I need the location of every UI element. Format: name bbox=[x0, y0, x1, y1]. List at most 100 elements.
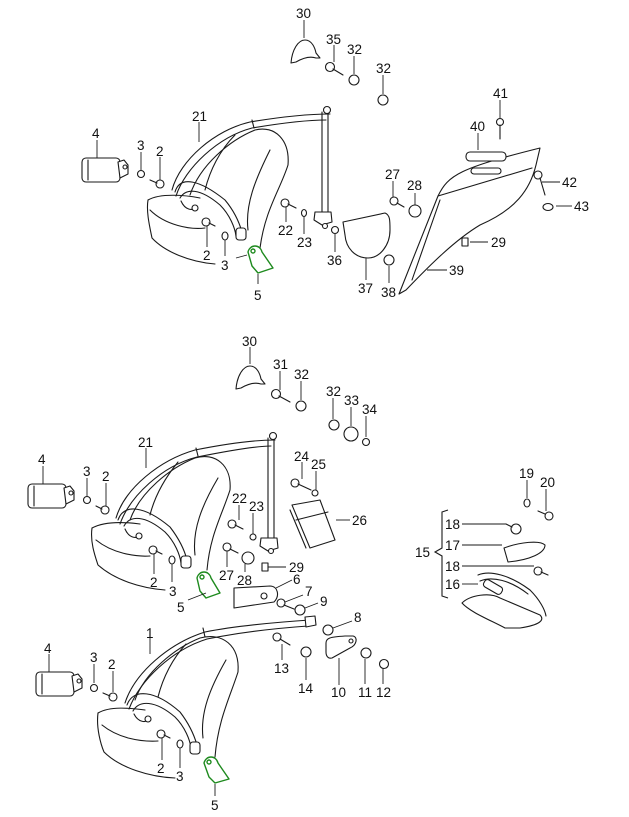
label-21: 21 bbox=[192, 109, 207, 124]
label-1: 1 bbox=[146, 626, 154, 641]
bolt-2-middle-b bbox=[148, 545, 158, 555]
cover-26-middle bbox=[291, 499, 336, 549]
seat-belt-1-lower bbox=[124, 615, 317, 755]
label-22: 22 bbox=[232, 491, 247, 506]
label-36: 36 bbox=[327, 253, 342, 268]
washer-3-middle-a bbox=[82, 495, 92, 505]
washer-25-middle bbox=[311, 489, 319, 497]
bolt-7-middle bbox=[276, 598, 286, 608]
label-2: 2 bbox=[150, 575, 158, 590]
bolt-31-middle bbox=[270, 388, 282, 400]
label-30: 30 bbox=[242, 334, 257, 349]
cap-38-upper bbox=[383, 254, 395, 266]
label-11: 11 bbox=[358, 685, 372, 700]
bolt-22-middle bbox=[227, 519, 237, 529]
group-brace bbox=[433, 509, 449, 599]
label-35: 35 bbox=[326, 32, 341, 47]
washer-3-lower-b bbox=[176, 739, 184, 749]
label-15: 15 bbox=[415, 545, 430, 560]
buckle-4-lower bbox=[35, 671, 83, 697]
label-33: 33 bbox=[344, 393, 359, 408]
clip-29-upper bbox=[461, 237, 469, 247]
label-6: 6 bbox=[293, 572, 301, 587]
label-4: 4 bbox=[92, 126, 100, 141]
kit-group-15: 19 20 18 17 15 18 16 bbox=[415, 466, 555, 629]
nut-32-middle-b bbox=[328, 419, 340, 431]
label-18: 18 bbox=[445, 559, 460, 574]
label-32: 32 bbox=[376, 61, 391, 76]
bolt-2-upper-b bbox=[201, 217, 211, 227]
plate-6-middle bbox=[233, 585, 279, 609]
label-32: 32 bbox=[347, 42, 362, 57]
label-3: 3 bbox=[221, 258, 229, 273]
label-3: 3 bbox=[90, 650, 98, 665]
buckle-4-middle bbox=[27, 483, 75, 509]
cap-28-middle bbox=[241, 551, 255, 565]
washer-9-middle bbox=[294, 604, 306, 616]
washer-3-upper-b bbox=[221, 231, 229, 241]
label-27: 27 bbox=[385, 167, 400, 182]
seat-belt-21-upper bbox=[171, 105, 333, 241]
label-18: 18 bbox=[445, 517, 460, 532]
bolt-2-lower-a bbox=[108, 692, 118, 702]
bolt-18-a bbox=[510, 523, 522, 535]
label-17: 17 bbox=[445, 538, 460, 553]
cover-37-upper bbox=[342, 212, 391, 259]
label-2: 2 bbox=[156, 144, 164, 159]
label-5: 5 bbox=[254, 288, 262, 303]
label-13: 13 bbox=[274, 661, 289, 676]
seat-illustration-middle bbox=[91, 456, 231, 591]
washer-3-lower-a bbox=[89, 683, 99, 693]
bolt-27-middle bbox=[222, 542, 232, 552]
washer-19 bbox=[523, 498, 531, 508]
bolt-2-lower-b bbox=[156, 729, 166, 739]
nut-32-middle-a bbox=[295, 400, 307, 412]
cap-14-lower bbox=[300, 646, 312, 658]
label-30: 30 bbox=[296, 6, 311, 21]
label-32: 32 bbox=[294, 367, 309, 382]
label-2: 2 bbox=[108, 657, 116, 672]
label-3: 3 bbox=[176, 769, 184, 784]
washer-36-upper bbox=[330, 225, 340, 235]
seat-illustration-upper bbox=[146, 128, 289, 265]
label-3: 3 bbox=[137, 138, 145, 153]
bolt-35-upper bbox=[324, 61, 336, 73]
label-24: 24 bbox=[294, 449, 310, 464]
label-23: 23 bbox=[249, 499, 264, 514]
label-5: 5 bbox=[177, 600, 185, 615]
buckle-4-upper bbox=[81, 157, 129, 183]
label-29: 29 bbox=[289, 560, 304, 575]
seat-illustration-lower bbox=[97, 636, 239, 779]
washer-23-upper bbox=[300, 208, 308, 218]
grommet-43-upper bbox=[542, 202, 554, 212]
washer-33-middle bbox=[343, 426, 359, 442]
leader-lines-upper bbox=[96, 20, 572, 284]
nut-32-upper-b bbox=[377, 94, 389, 106]
leader-lines-kit bbox=[462, 480, 547, 585]
middle-assembly: 30 31 32 32 33 34 21 4 3 2 2 3 5 24 25 2… bbox=[27, 334, 378, 616]
label-28: 28 bbox=[407, 178, 422, 193]
washer-23-middle bbox=[249, 533, 257, 541]
label-29: 29 bbox=[491, 235, 506, 250]
label-38: 38 bbox=[381, 285, 396, 300]
nut-32-upper-a bbox=[348, 74, 360, 86]
belt-guide-30-middle bbox=[235, 365, 266, 390]
upper-assembly: 30 35 32 32 21 4 3 2 2 3 5 22 23 36 37 3… bbox=[81, 6, 589, 303]
label-14: 14 bbox=[298, 681, 314, 696]
label-3: 3 bbox=[169, 584, 177, 599]
washer-3-middle-b bbox=[168, 555, 176, 565]
nut-12-lower bbox=[378, 658, 390, 670]
label-4: 4 bbox=[44, 641, 52, 656]
trim-panel-39-upper bbox=[398, 147, 541, 295]
label-5: 5 bbox=[211, 798, 219, 813]
bolt-20 bbox=[544, 511, 554, 521]
label-22: 22 bbox=[278, 223, 293, 238]
label-37: 37 bbox=[358, 281, 373, 296]
label-39: 39 bbox=[449, 263, 464, 278]
washer-3-upper-a bbox=[136, 169, 146, 179]
bolt-22-upper bbox=[280, 198, 290, 208]
nut-34-middle bbox=[361, 437, 371, 447]
label-8: 8 bbox=[354, 610, 362, 625]
label-12: 12 bbox=[376, 685, 391, 700]
